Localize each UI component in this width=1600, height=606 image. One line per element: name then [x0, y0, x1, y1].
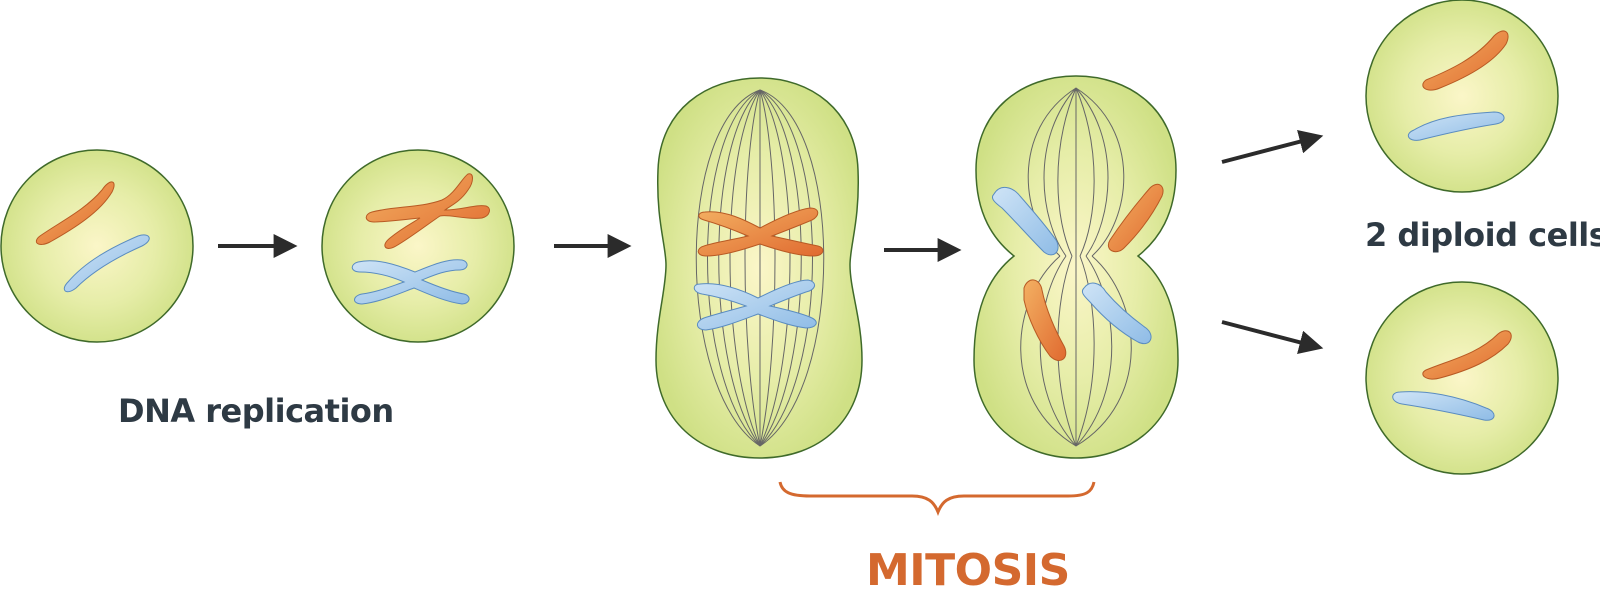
orange-chromatid-upper — [1108, 183, 1164, 253]
blue-chromosome — [1407, 111, 1505, 141]
dna-replication-label: DNA replication — [118, 392, 394, 430]
mitosis-label: MITOSIS — [866, 545, 1070, 596]
metaphase-cell — [655, 77, 863, 459]
arrow-down — [1221, 320, 1324, 354]
diploid-cells-label: 2 diploid cells — [1365, 216, 1600, 254]
blue-chromatid-upper — [991, 187, 1059, 256]
orange-chromatid-lower — [1023, 279, 1067, 361]
blue-chromosome-pair — [693, 279, 817, 331]
anaphase-cell — [973, 75, 1179, 459]
replicated-cell — [321, 149, 515, 343]
daughter-cell-bottom — [1365, 281, 1559, 475]
spindle-fibers — [1020, 87, 1132, 447]
daughter-cell-top — [1365, 0, 1559, 193]
orange-chromosome — [1422, 330, 1512, 380]
orange-chromosome — [35, 181, 115, 245]
blue-chromosome-pair — [351, 259, 470, 305]
blue-chromosome — [63, 234, 150, 293]
orange-chromosome-pair — [697, 207, 824, 257]
blue-chromatid-lower — [1081, 282, 1152, 344]
mitosis-brace — [778, 481, 1096, 517]
parent-cell — [0, 149, 194, 343]
orange-chromosome — [1422, 30, 1509, 91]
spindle-fibers — [695, 89, 825, 447]
blue-chromosome — [1392, 391, 1495, 421]
arrow-up — [1221, 130, 1324, 164]
orange-chromosome-pair — [365, 173, 490, 249]
